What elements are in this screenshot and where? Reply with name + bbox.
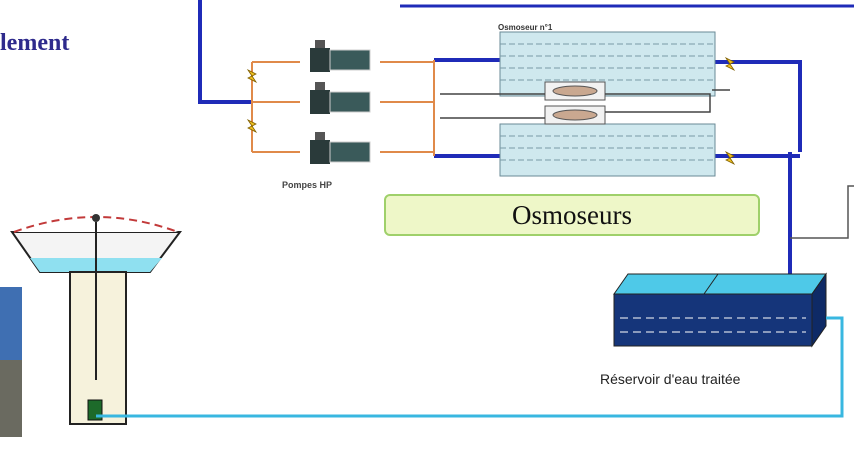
pump [310, 132, 371, 164]
main-pipe-network [198, 0, 854, 280]
osmoseur-title: Osmoseur n°1 [498, 23, 553, 32]
inlet-pipe [198, 0, 252, 104]
osmoseurs-label: Osmoseurs [512, 199, 632, 230]
return-pipe [96, 316, 844, 418]
section-heading: lement [0, 30, 70, 56]
interconnect-lines [440, 89, 730, 119]
osmoseurs-label-box: Osmoseurs [384, 194, 760, 236]
pump [310, 40, 371, 72]
water-tower [10, 214, 182, 425]
reservoir-label: Réservoir d'eau traitée [600, 371, 741, 387]
outlet-pipe-top [715, 60, 802, 152]
treated-water-reservoir [613, 272, 827, 348]
pumps-label: Pompes HP [282, 180, 333, 190]
photo-fragment [0, 287, 22, 437]
pump-lines [251, 60, 435, 156]
osmoseur-rack-top [499, 31, 716, 97]
side-line [790, 185, 854, 239]
pump [310, 82, 371, 114]
pumps-hp [310, 40, 371, 164]
osmoseur-rack-bottom [499, 123, 716, 177]
recovery-units [544, 81, 606, 125]
